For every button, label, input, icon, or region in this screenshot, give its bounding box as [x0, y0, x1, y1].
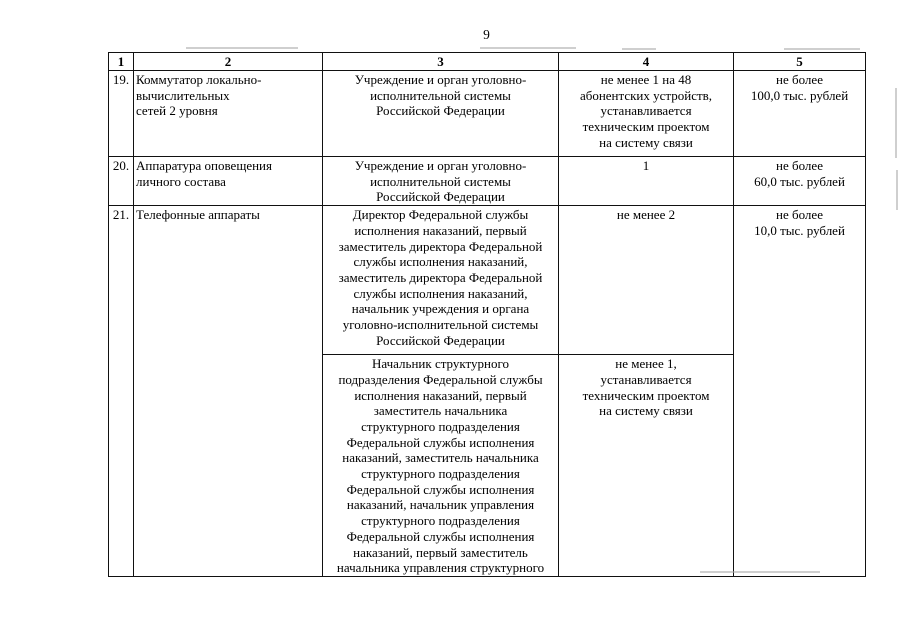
- scan-artifact: [784, 48, 860, 50]
- recipient-cell: Директор Федеральной службы исполнения н…: [322, 205, 559, 356]
- page-number: 9: [483, 27, 490, 42]
- cost-cell: не более 10,0 тыс. рублей: [733, 205, 866, 578]
- table-row-20: 20. Аппаратура оповещения личного состав…: [108, 155, 866, 207]
- scan-artifact: [186, 47, 298, 49]
- table-header-row: 1 2 3 4 5: [108, 52, 866, 71]
- equipment-standards-table: 1 2 3 4 5 19. Коммутатор локально- вычис…: [108, 52, 866, 578]
- equipment-name-cell: Аппаратура оповещения личного состава: [133, 155, 323, 207]
- table-row-21: 21. Телефонные аппараты Директор Федерал…: [108, 205, 866, 578]
- column-header-1: 1: [108, 52, 134, 71]
- column-header-2: 2: [133, 52, 323, 71]
- equipment-name-cell: Телефонные аппараты: [133, 205, 323, 578]
- row-number-cell: 21.: [108, 205, 134, 578]
- scan-artifact: [622, 48, 656, 50]
- quantity-cell: 1: [558, 155, 734, 207]
- table-row-21-sub: Начальник структурного подразделения Фед…: [109, 354, 866, 578]
- row-number-cell: 19.: [108, 70, 134, 157]
- row-number-cell: 20.: [108, 155, 134, 207]
- scan-artifact: [895, 88, 897, 158]
- quantity-cell: не менее 1 на 48 абонентских устройств, …: [558, 70, 734, 157]
- quantity-cell: не менее 1, устанавливается техническим …: [558, 354, 734, 578]
- column-header-5: 5: [733, 52, 866, 71]
- cost-cell: не более 60,0 тыс. рублей: [733, 155, 866, 207]
- table-row-19: 19. Коммутатор локально- вычислительных …: [108, 70, 866, 157]
- equipment-name-cell: Коммутатор локально- вычислительных сете…: [133, 70, 323, 157]
- scan-artifact: [480, 47, 576, 49]
- recipient-cell: Учреждение и орган уголовно- исполнитель…: [322, 70, 559, 157]
- recipient-cell: Учреждение и орган уголовно- исполнитель…: [322, 155, 559, 207]
- scan-artifact: [896, 170, 898, 210]
- quantity-cell: не менее 2: [558, 205, 734, 356]
- cost-cell: не более 100,0 тыс. рублей: [733, 70, 866, 157]
- recipient-cell: Начальник структурного подразделения Фед…: [322, 354, 559, 578]
- column-header-3: 3: [322, 52, 559, 71]
- column-header-4: 4: [558, 52, 734, 71]
